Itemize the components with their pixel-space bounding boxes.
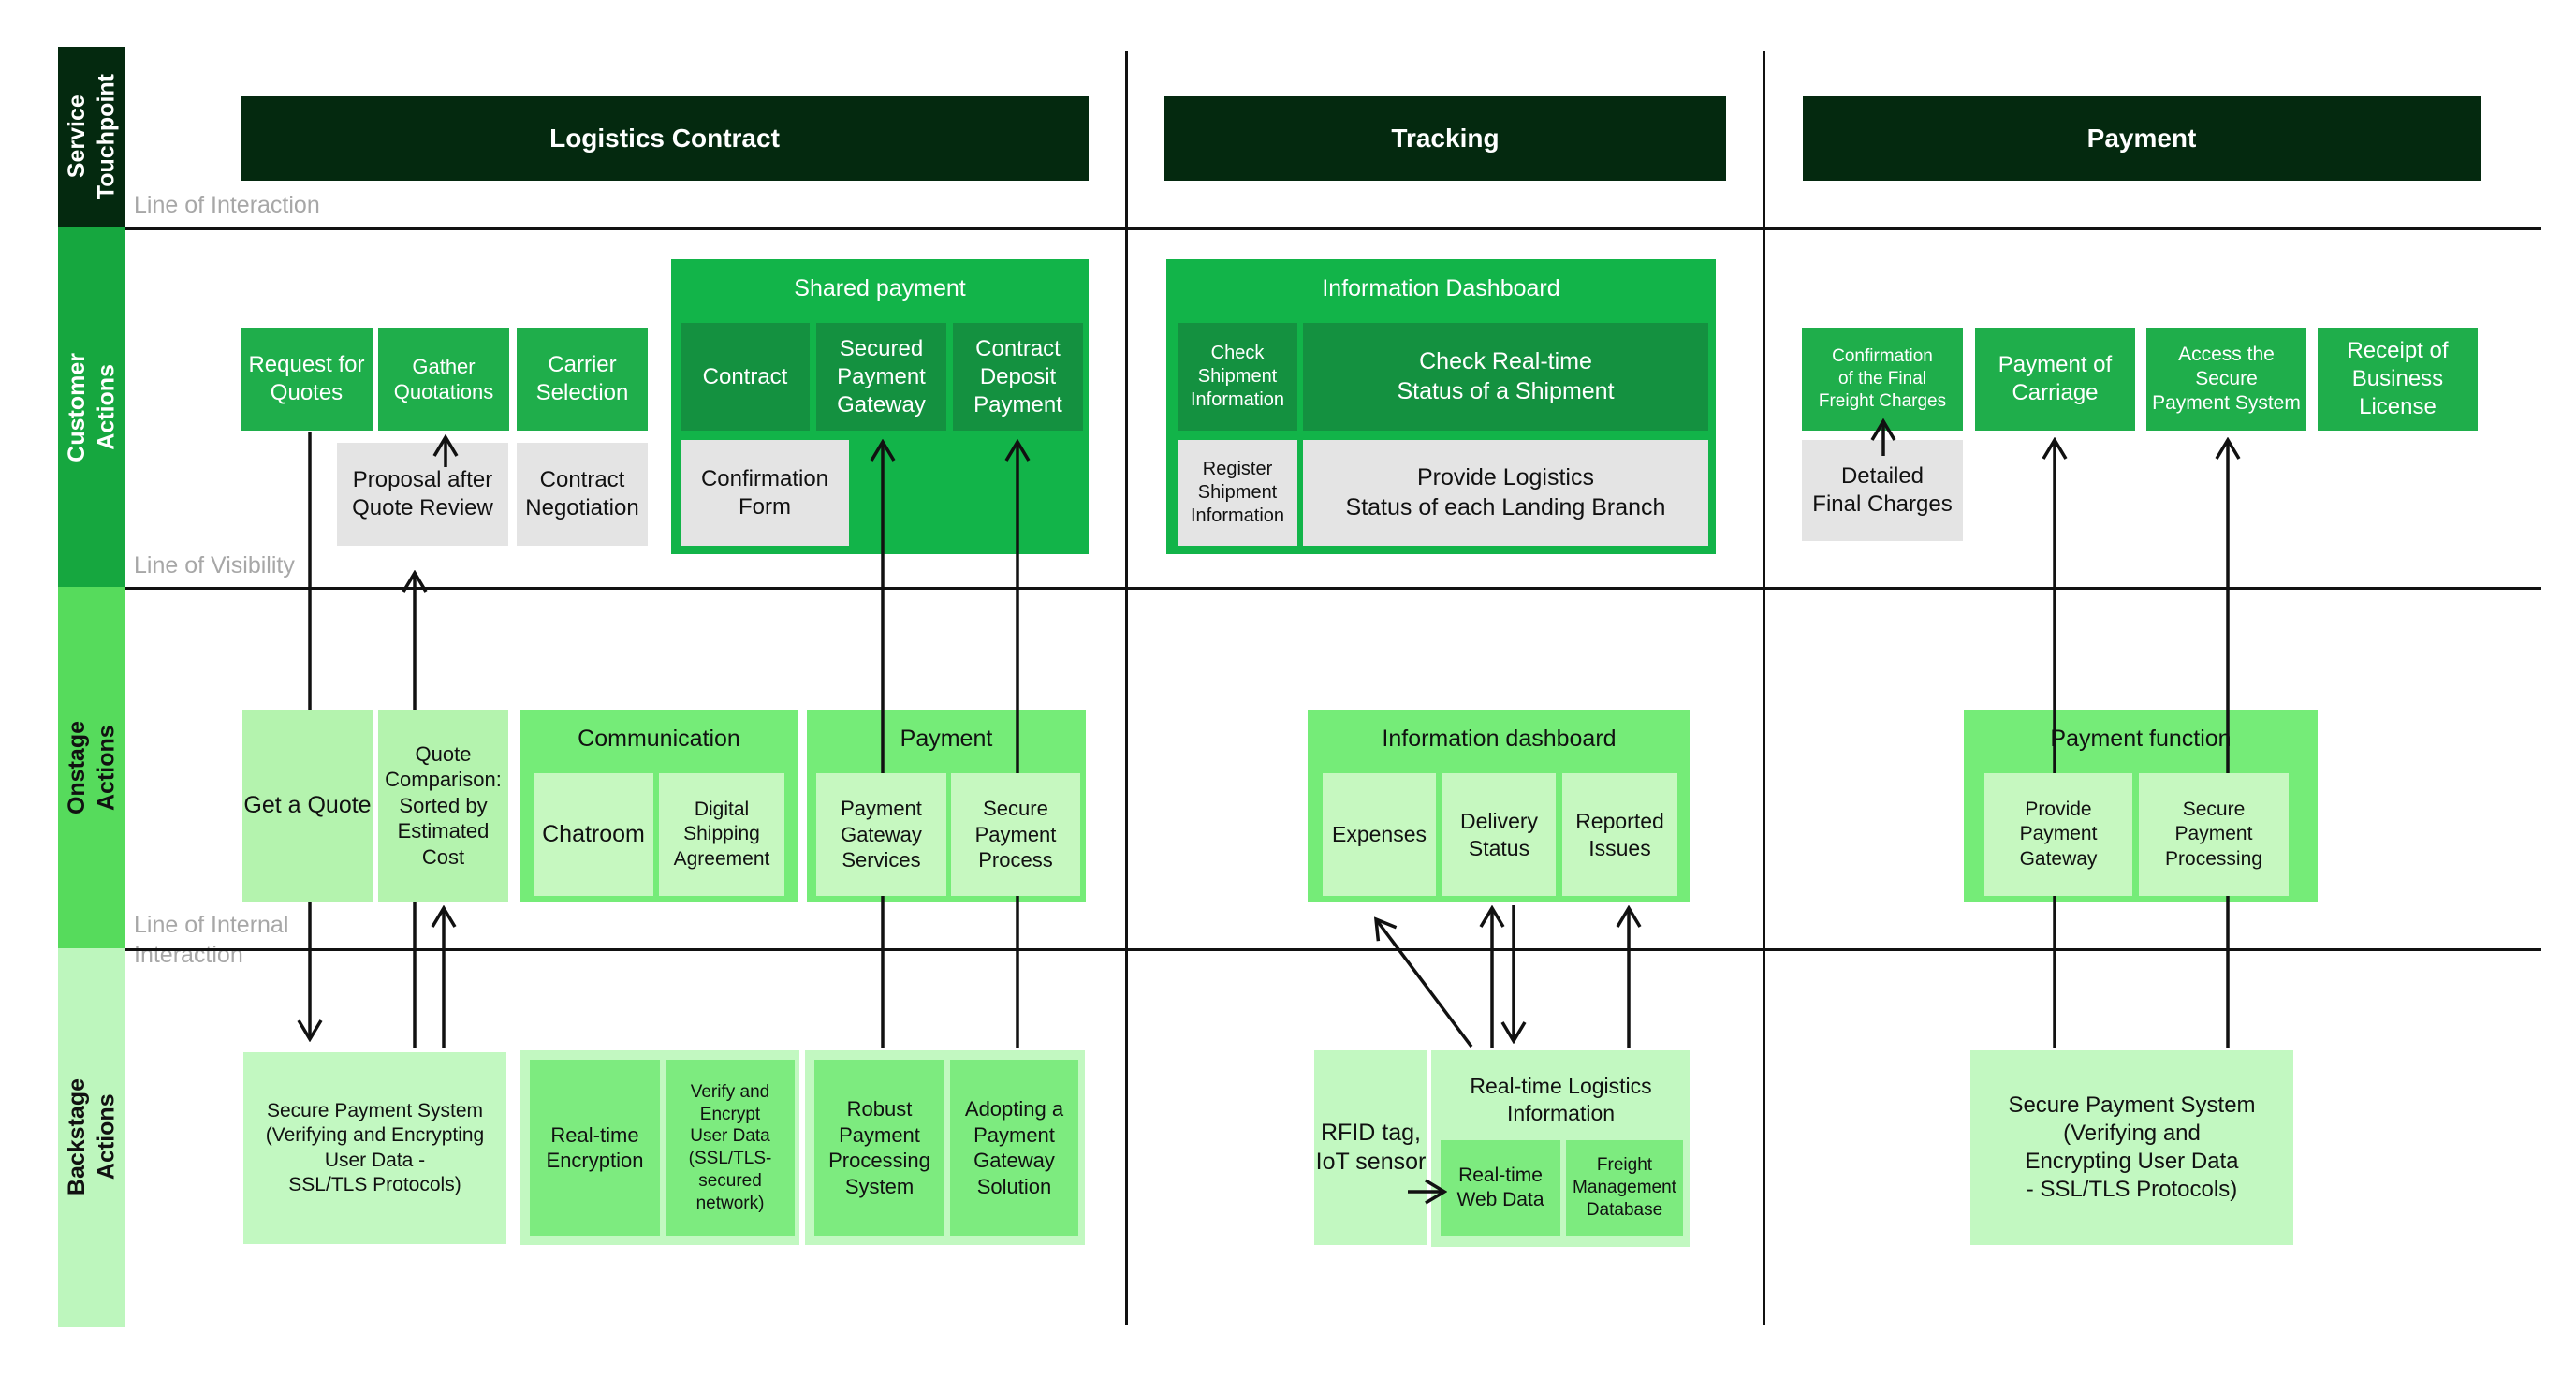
- box-register-shipment-information: Register Shipment Information: [1178, 440, 1297, 546]
- box-access-secure-payment-system: Access the Secure Payment System: [2146, 328, 2306, 431]
- divider-logistics-tracking: [1125, 51, 1128, 1325]
- box-carrier-selection: Carrier Selection: [517, 328, 648, 431]
- lane-backstage-actions: Backstage Actions: [58, 948, 125, 1327]
- box-quote-comparison: Quote Comparison: Sorted by Estimated Co…: [378, 710, 508, 902]
- line-of-interaction-label: Line of Interaction: [134, 192, 320, 218]
- lane-onstage-actions-label: Onstage Actions: [63, 720, 119, 815]
- box-payment-of-carriage: Payment of Carriage: [1975, 328, 2135, 431]
- lane-customer-actions: Customer Actions: [58, 227, 125, 587]
- group-shared-payment-title: Shared payment: [794, 275, 966, 301]
- box-confirmation-form: Confirmation Form: [681, 440, 849, 546]
- box-contract: Contract: [681, 323, 810, 431]
- group-information-dashboard-onstage-title: Information dashboard: [1382, 726, 1617, 752]
- divider-tracking-payment: [1763, 51, 1765, 1325]
- box-confirmation-final-freight-charges: Confirmation of the Final Freight Charge…: [1802, 328, 1963, 431]
- arrow-logistics-info-to-expenses: [1376, 919, 1473, 1048]
- line-of-interaction-rule: [58, 227, 2541, 230]
- box-detailed-final-charges: Detailed Final Charges: [1802, 440, 1963, 541]
- header-tracking: Tracking: [1164, 96, 1726, 181]
- box-digital-shipping-agreement: Digital Shipping Agreement: [659, 773, 784, 896]
- line-of-internal-interaction-rule: [58, 948, 2541, 951]
- box-secure-payment-processing: Secure Payment Processing: [2139, 773, 2289, 896]
- box-reported-issues: Reported Issues: [1562, 773, 1677, 896]
- group-payment-function-title: Payment function: [2050, 726, 2232, 752]
- box-get-a-quote: Get a Quote: [242, 710, 373, 902]
- lane-customer-actions-label: Customer Actions: [63, 352, 119, 462]
- box-rfid-iot-sensor: RFID tag, IoT sensor: [1314, 1050, 1427, 1245]
- box-secured-payment-gateway: Secured Payment Gateway: [816, 323, 946, 431]
- box-verify-encrypt-user-data: Verify and Encrypt User Data (SSL/TLS- s…: [666, 1060, 795, 1236]
- line-of-internal-interaction-label: Line of Internal Interaction: [134, 912, 289, 968]
- box-delivery-status: Delivery Status: [1442, 773, 1556, 896]
- box-chatroom: Chatroom: [534, 773, 653, 896]
- lane-backstage-actions-label: Backstage Actions: [63, 1078, 119, 1196]
- box-secure-payment-system-left: Secure Payment System (Verifying and Enc…: [243, 1052, 506, 1244]
- box-receipt-business-license: Receipt of Business License: [2318, 328, 2478, 431]
- group-realtime-logistics-information-title: Real-time Logistics Information: [1470, 1074, 1652, 1125]
- box-expenses: Expenses: [1323, 773, 1436, 896]
- lane-onstage-actions: Onstage Actions: [58, 587, 125, 948]
- group-information-dashboard-title: Information Dashboard: [1322, 275, 1560, 301]
- group-communication-title: Communication: [578, 726, 740, 752]
- box-contract-negotiation: Contract Negotiation: [517, 443, 648, 546]
- box-freight-management-database: Freight Management Database: [1566, 1140, 1683, 1236]
- box-secure-payment-system-right: Secure Payment System (Verifying and Enc…: [1970, 1050, 2293, 1245]
- lane-service-touchpoint: Service Touchpoint: [58, 47, 125, 227]
- box-realtime-web-data: Real-time Web Data: [1441, 1140, 1560, 1236]
- box-provide-payment-gateway: Provide Payment Gateway: [1984, 773, 2132, 896]
- header-logistics-contract: Logistics Contract: [241, 96, 1089, 181]
- box-realtime-encryption: Real-time Encryption: [530, 1060, 660, 1236]
- box-secure-payment-process: Secure Payment Process: [951, 773, 1080, 896]
- box-provide-logistics-status: Provide Logistics Status of each Landing…: [1303, 440, 1708, 546]
- box-adopting-payment-gateway-solution: Adopting a Payment Gateway Solution: [950, 1060, 1078, 1236]
- line-of-visibility-rule: [58, 587, 2541, 590]
- box-payment-gateway-services: Payment Gateway Services: [816, 773, 946, 896]
- box-gather-quotations: Gather Quotations: [378, 328, 509, 431]
- box-check-shipment-information: Check Shipment Information: [1178, 323, 1297, 431]
- lane-service-touchpoint-label: Service Touchpoint: [63, 74, 119, 200]
- line-of-visibility-label: Line of Visibility: [134, 552, 295, 579]
- box-proposal-after-quote-review: Proposal after Quote Review: [337, 443, 508, 546]
- box-contract-deposit-payment: Contract Deposit Payment: [953, 323, 1083, 431]
- box-robust-payment-processing-system: Robust Payment Processing System: [814, 1060, 944, 1236]
- header-payment: Payment: [1803, 96, 2481, 181]
- group-payment-onstage-title: Payment: [900, 726, 993, 752]
- box-check-realtime-status: Check Real-time Status of a Shipment: [1303, 323, 1708, 431]
- box-request-for-quotes: Request for Quotes: [241, 328, 373, 431]
